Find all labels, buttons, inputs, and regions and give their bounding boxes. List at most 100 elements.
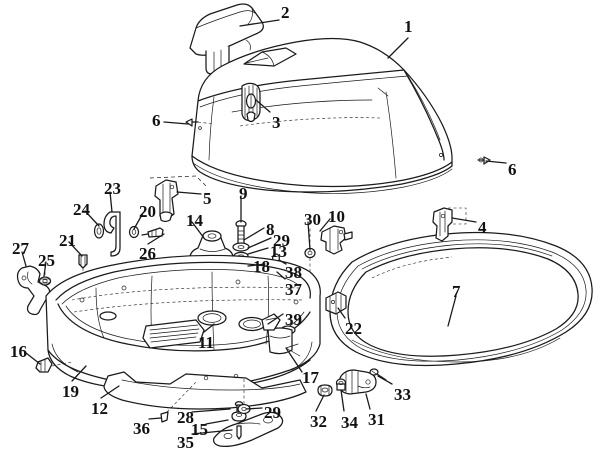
- leader-line-washer-small: [43, 261, 47, 277]
- leader-line-identification-plate: [203, 323, 215, 333]
- leader-line-pan-corner-brace: [267, 313, 284, 325]
- callout-pan-corner-brace: 39: [285, 310, 302, 329]
- callout-identification-plate: 11: [198, 333, 215, 352]
- part-support-bracket: [213, 411, 284, 447]
- leader-line-cover-screw-right: [485, 160, 507, 164]
- leader-line-pan-front-lip: [71, 365, 87, 382]
- part-latch-pivot-pin: [128, 225, 140, 239]
- leader-line-release-lever-arm: [21, 251, 27, 267]
- part-pan-reinforcement: [285, 343, 301, 357]
- callout-flat-washer-lower: 29: [264, 403, 281, 422]
- callout-spacer-bushing: 34: [341, 413, 358, 432]
- callout-shoulder-screw: 33: [394, 385, 411, 404]
- callout-latch-pivot-pin: 20: [139, 202, 156, 221]
- part-latch-body: [339, 369, 377, 395]
- leader-line-latch-striker-bracket: [319, 218, 331, 232]
- leader-line-cowl-seal-gasket: [447, 295, 457, 327]
- callout-hex-nut-upper: 18: [253, 257, 270, 276]
- callout-cover-screw-left: 6: [152, 111, 161, 130]
- leader-line-flat-washer: [243, 227, 265, 241]
- leader-line-lock-nut: [315, 394, 325, 412]
- part-lower-cowl-pan: [45, 254, 321, 410]
- part-latch-keeper: [325, 291, 347, 315]
- callout-cowl-latch-assembly: 3: [272, 113, 281, 132]
- leader-line-bracket-screw: [278, 259, 287, 265]
- callout-tie-down-bracket: 37: [285, 280, 302, 299]
- leader-line-bracket-bolt: [191, 408, 231, 413]
- callout-latch-striker-bracket: 10: [328, 207, 345, 226]
- part-cover-screw-left: [185, 118, 215, 127]
- leader-line-lock-washer: [247, 247, 269, 255]
- leader-line-upper-engine-cover-cowl: [387, 37, 409, 59]
- part-bracket-left: [149, 175, 209, 223]
- callout-hex-nut-lower: 15: [191, 420, 208, 439]
- callout-mounting-bracket-right: 4: [478, 218, 487, 237]
- callout-upper-engine-cover-cowl: 1: [404, 17, 413, 36]
- leader-line-flat-washer-lower: [245, 407, 263, 410]
- callout-bracket-screw: 38: [285, 263, 302, 282]
- part-identification-plate: [142, 319, 205, 349]
- part-flat-washer-upper: [232, 242, 250, 252]
- callout-mounting-bolt: 9: [239, 184, 248, 203]
- leader-line-bushing-spacer: [84, 210, 100, 227]
- callout-flat-washer-upper: 29: [273, 231, 290, 250]
- callout-latch-body: 31: [368, 410, 385, 429]
- leader-line-latch-screw: [147, 233, 165, 245]
- callout-latch-handle-knob: 2: [281, 3, 290, 22]
- part-bracket-right: [432, 207, 467, 242]
- leader-line-support-bracket: [191, 429, 233, 435]
- leader-line-tie-down-bracket: [276, 271, 286, 280]
- leader-line-latch-body: [365, 393, 371, 410]
- callout-bracket-bolt: 28: [177, 408, 194, 427]
- part-latch-screw: [141, 227, 164, 238]
- callout-latch-keeper: 22: [345, 319, 362, 338]
- callout-rubber-mount-grommet: 14: [186, 211, 203, 230]
- callout-pivot-pin-washer: 30: [304, 210, 321, 229]
- part-plug-fastener: [160, 381, 197, 423]
- leader-line-pan-reinforcement: [285, 347, 303, 373]
- leader-line-plug-fastener: [148, 417, 162, 420]
- leader-line-drain-plug-grommet: [25, 352, 41, 365]
- callout-cowl-seal-gasket: 7: [452, 282, 461, 301]
- leader-line-pivot-pin-washer: [307, 221, 311, 251]
- callout-latch-lever-hook: 23: [104, 179, 121, 198]
- part-mounting-bolt: [235, 220, 247, 245]
- part-upper-cowl: [191, 37, 453, 194]
- leader-line-latch-lever-hook: [109, 191, 113, 213]
- leader-line-flat-washer-upper: [247, 237, 272, 249]
- callout-lock-nut: 32: [310, 412, 327, 431]
- callout-lock-washer: 13: [270, 242, 287, 261]
- callout-flat-washer: 8: [266, 220, 275, 239]
- callout-pan-reinforcement: 17: [302, 368, 319, 387]
- callout-washer-small: 25: [38, 251, 55, 270]
- part-hex-nut-lower: [231, 411, 247, 422]
- part-cover-screw-right: [477, 156, 491, 165]
- callout-cover-screw-right: 6: [508, 160, 517, 179]
- part-release-lever: [16, 265, 51, 316]
- callout-pan-front-lip: 19: [62, 382, 79, 401]
- part-drain-plug: [35, 357, 73, 373]
- callout-lower-cowl-pan: 12: [91, 399, 108, 418]
- callout-bushing-spacer: 24: [73, 200, 90, 219]
- leader-line-hex-nut-upper: [247, 263, 266, 267]
- part-bracket-screw-lower: [236, 425, 242, 440]
- part-latch-striker: [320, 225, 353, 255]
- callout-mounting-bracket-left: 5: [203, 189, 212, 208]
- leader-line-cowl-latch-assembly: [255, 99, 271, 113]
- callout-latch-screw: 26: [139, 244, 156, 263]
- leader-line-lower-cowl-pan: [100, 385, 120, 399]
- leader-line-rubber-mount-grommet: [191, 221, 205, 239]
- leader-line-mounting-bracket-left: [176, 191, 202, 195]
- callout-support-bracket: 35: [177, 433, 194, 452]
- part-cowl-seal: [329, 231, 593, 367]
- part-cowl-latch: [241, 82, 261, 123]
- callout-plug-fastener: 36: [133, 419, 150, 438]
- leader-line-hex-nut-lower: [205, 419, 229, 425]
- part-latch-lever-hook: [103, 211, 121, 257]
- part-retaining-clip: [78, 254, 88, 288]
- leader-line-latch-keeper: [337, 307, 346, 319]
- part-bushing-spacer: [93, 223, 105, 239]
- leader-line-retaining-clip: [68, 241, 83, 257]
